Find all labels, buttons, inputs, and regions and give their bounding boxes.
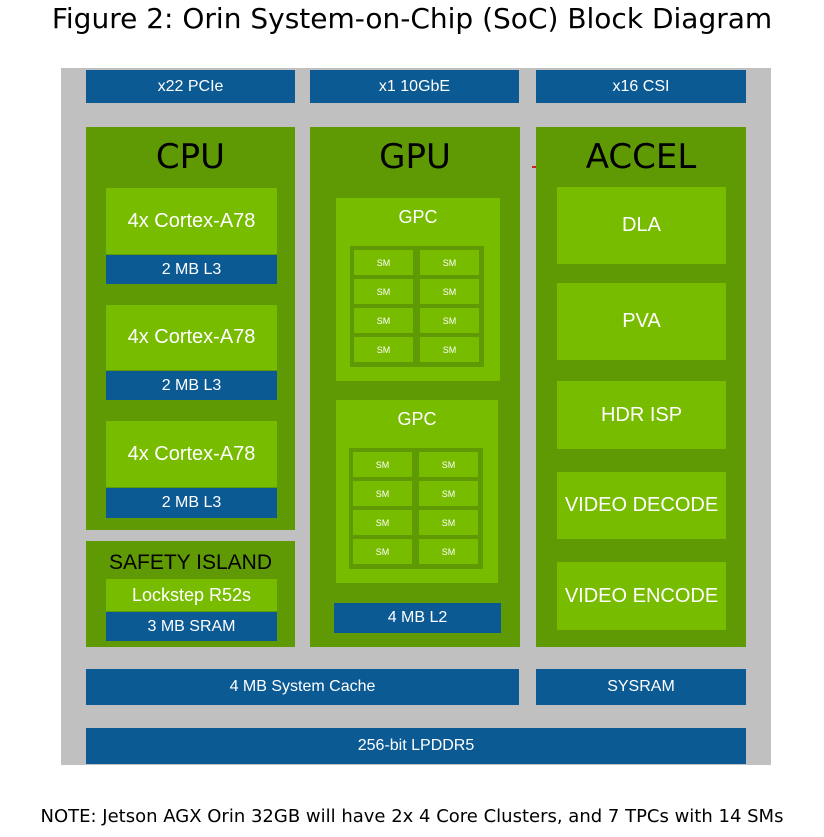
cpu-cluster-1-cores: 4x Cortex-A78	[106, 188, 277, 254]
sm-unit: SM	[419, 510, 478, 535]
pcie-block: x22 PCIe	[86, 70, 295, 103]
sm-unit: SM	[420, 279, 479, 304]
gpu-title: GPU	[379, 137, 451, 177]
lpddr5-memory-block: 256-bit LPDDR5	[86, 728, 746, 764]
gpc-2-sm-grid: SM SM SM SM SM SM SM SM	[349, 448, 483, 569]
gpc-1-label: GPC	[398, 207, 438, 227]
gpc-1-sm-grid: SM SM SM SM SM SM SM SM	[350, 246, 484, 367]
sm-unit: SM	[419, 452, 478, 477]
sm-unit: SM	[353, 481, 412, 506]
csi-block: x16 CSI	[536, 70, 746, 103]
cpu-cluster-2-cache: 2 MB L3	[106, 371, 277, 400]
sm-unit: SM	[420, 250, 479, 275]
sm-unit: SM	[419, 481, 478, 506]
ethernet-block: x1 10GbE	[310, 70, 519, 103]
sm-unit: SM	[419, 539, 478, 564]
sm-unit: SM	[354, 308, 413, 333]
lockstep-r52-block: Lockstep R52s	[106, 579, 277, 611]
red-mark	[532, 166, 536, 168]
sm-unit: SM	[354, 337, 413, 362]
gpu-l2-cache: 4 MB L2	[334, 603, 501, 633]
dla-block: DLA	[557, 187, 726, 264]
sm-unit: SM	[420, 308, 479, 333]
cpu-cluster-3-cores: 4x Cortex-A78	[106, 421, 277, 487]
hdr-isp-block: HDR ISP	[557, 381, 726, 449]
sm-unit: SM	[353, 452, 412, 477]
sm-unit: SM	[420, 337, 479, 362]
cpu-cluster-3-cache: 2 MB L3	[106, 488, 277, 518]
footnote: NOTE: Jetson AGX Orin 32GB will have 2x …	[40, 806, 784, 827]
system-cache-block: 4 MB System Cache	[86, 669, 519, 705]
cpu-title: CPU	[155, 137, 226, 177]
video-decode-block: VIDEO DECODE	[557, 472, 726, 539]
sm-unit: SM	[354, 279, 413, 304]
pva-block: PVA	[557, 283, 726, 360]
cpu-cluster-1-cache: 2 MB L3	[106, 255, 277, 284]
safety-island-title: SAFETY ISLAND	[109, 551, 272, 574]
safety-sram-block: 3 MB SRAM	[106, 612, 277, 641]
video-encode-block: VIDEO ENCODE	[557, 562, 726, 630]
cpu-cluster-2-cores: 4x Cortex-A78	[106, 305, 277, 370]
sysram-block: SYSRAM	[536, 669, 746, 705]
figure-title: Figure 2: Orin System-on-Chip (SoC) Bloc…	[51, 2, 773, 35]
sm-unit: SM	[353, 539, 412, 564]
gpc-2-label: GPC	[397, 409, 437, 429]
sm-unit: SM	[354, 250, 413, 275]
sm-unit: SM	[353, 510, 412, 535]
accel-title: ACCEL	[585, 137, 697, 177]
